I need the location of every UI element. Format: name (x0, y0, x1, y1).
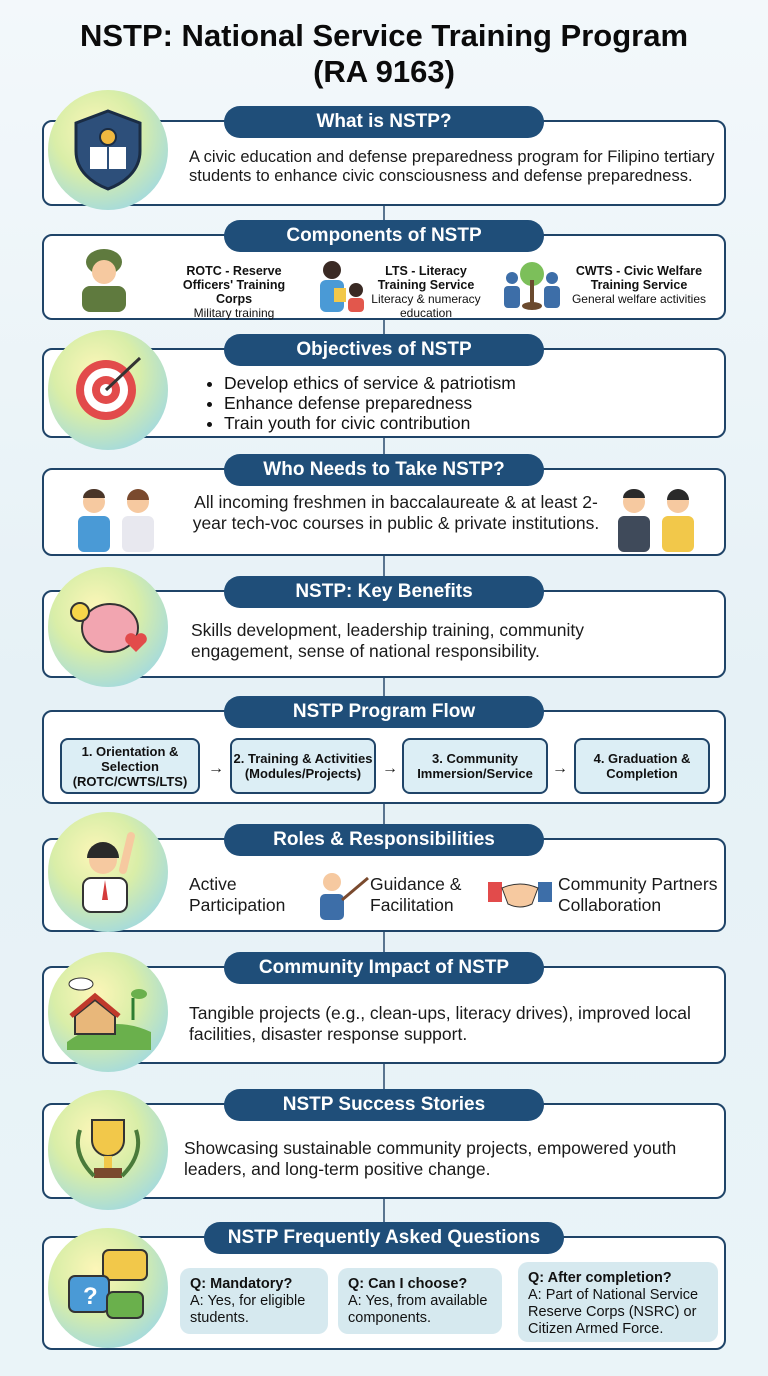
flow-step: 4. Graduation & Completion (574, 738, 710, 794)
section-heading: What is NSTP? (224, 106, 544, 138)
component-name: LTS - Literacy Training Service (377, 264, 475, 292)
section-text: A civic education and defense preparedne… (189, 148, 715, 185)
handshake-icon (488, 876, 552, 917)
arrow-right-icon: → (208, 760, 224, 777)
target-icon (48, 330, 168, 450)
section-heading: NSTP Frequently Asked Questions (204, 1222, 564, 1254)
component-name: ROTC - Reserve Officers' Training Corps (182, 264, 286, 306)
role-item: Community Partners Collaboration (558, 874, 718, 915)
faq-item: Q: Mandatory?A: Yes, for eligible studen… (180, 1268, 328, 1334)
section-heading: Roles & Responsibilities (224, 824, 544, 856)
arrow-right-icon: → (552, 760, 568, 777)
students-icon (72, 488, 164, 557)
objective-item: Train youth for civic contribution (224, 413, 516, 433)
section-heading: Objectives of NSTP (224, 334, 544, 366)
page-title: NSTP: National Service Training Program(… (0, 18, 768, 90)
svg-text:?: ? (83, 1283, 98, 1310)
section-heading: NSTP: Key Benefits (224, 576, 544, 608)
faq-question: Q: Can I choose? (348, 1276, 468, 1292)
teacher-pointer-icon (314, 870, 370, 925)
flow-step: 2. Training & Activities (Modules/Projec… (230, 738, 376, 794)
shield-book-icon (48, 90, 168, 210)
faq-question: Q: Mandatory? (190, 1276, 293, 1292)
role-item: Guidance & Facilitation (370, 874, 462, 915)
section-components: Components of NSTP ROTC - Reserve Office… (42, 220, 726, 320)
faq-item: Q: After completion?A: Part of National … (518, 1262, 718, 1342)
arrow-right-icon: → (382, 760, 398, 777)
brain-heart-icon (48, 567, 168, 687)
section-heading: NSTP Success Stories (224, 1089, 544, 1121)
section-text: Skills development, leadership training,… (191, 620, 584, 661)
section-text: Showcasing sustainable community project… (184, 1138, 677, 1179)
title-line1: NSTP: National Service Training Program (79, 18, 689, 53)
section-heading: Who Needs to Take NSTP? (224, 454, 544, 486)
faq-item: Q: Can I choose?A: Yes, from available c… (338, 1268, 502, 1334)
flow-step: 3. Community Immersion/Service (402, 738, 548, 794)
component-desc: General welfare activities (571, 292, 707, 306)
faq-answer: A: Yes, for eligible students. (190, 1293, 306, 1326)
section-heading: Community Impact of NSTP (224, 952, 544, 984)
flow-step: 1. Orientation & Selection (ROTC/CWTS/LT… (60, 738, 200, 794)
faq-answer: A: Yes, from available components. (348, 1293, 488, 1326)
faq-answer: A: Part of National Service Reserve Corp… (528, 1287, 699, 1337)
teacher-student-icon (314, 258, 370, 319)
role-item: Active Participation (189, 874, 286, 915)
section-who: Who Needs to Take NSTP? All incoming fre… (42, 454, 726, 557)
house-farm-icon (48, 952, 168, 1072)
soldier-icon (76, 246, 132, 317)
title-line2: (RA 9163) (313, 54, 455, 89)
objective-item: Develop ethics of service & patriotism (224, 373, 516, 393)
student-raising-hand-icon (48, 812, 168, 932)
section-heading: Components of NSTP (224, 220, 544, 252)
section-heading: NSTP Program Flow (224, 696, 544, 728)
faq-question: Q: After completion? (528, 1270, 672, 1286)
plant-community-icon (502, 260, 562, 317)
component-desc: Military training (193, 306, 275, 320)
trophy-icon (48, 1090, 168, 1210)
objective-item: Enhance defense preparedness (224, 393, 516, 413)
component-name: CWTS - Civic Welfare Training Service (575, 264, 703, 292)
section-flow: NSTP Program Flow 1. Orientation & Selec… (42, 696, 726, 804)
speech-bubbles-icon: ? (48, 1228, 168, 1348)
component-desc: Literacy & numeracy education (371, 292, 481, 320)
section-text: Tangible projects (e.g., clean-ups, lite… (189, 1003, 691, 1044)
students-icon (612, 488, 704, 557)
section-text: All incoming freshmen in baccalaureate &… (192, 492, 600, 533)
